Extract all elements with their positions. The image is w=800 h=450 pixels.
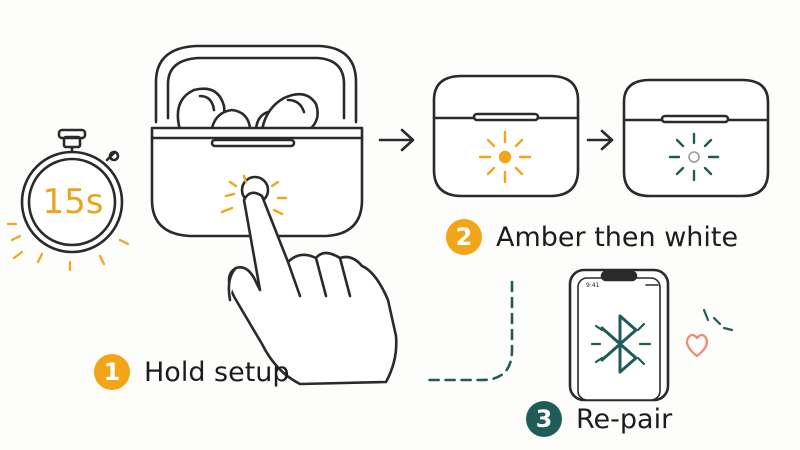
step-1: 1 Hold setup <box>94 354 290 390</box>
step-3-badge: 3 <box>526 401 562 437</box>
step-2-label: Amber then white <box>496 221 739 253</box>
finger-hand-icon <box>227 191 398 386</box>
step-2: 2 Amber then white <box>446 219 738 255</box>
step-2-badge: 2 <box>446 219 482 255</box>
timer-label: 15s <box>42 182 104 222</box>
step-1-badge: 1 <box>94 354 130 390</box>
bluetooth-icon <box>590 314 652 374</box>
airpods-case-icon <box>622 78 770 198</box>
step-3: 3 Re-pair <box>526 401 672 437</box>
arrow-right-icon <box>586 129 614 151</box>
stopwatch-icon <box>6 128 130 272</box>
status-light-icon <box>220 174 288 216</box>
step-3-label: Re-pair <box>576 403 673 435</box>
arrow-right-icon <box>378 128 415 152</box>
status-light-icon <box>668 132 720 182</box>
dashed-connector <box>422 280 514 382</box>
airpods-case-icon <box>150 44 364 238</box>
phone-status-time: 9:41 <box>586 282 600 289</box>
status-light-icon <box>478 130 532 184</box>
heart-icon <box>685 308 734 358</box>
step-1-label: Hold setup <box>144 356 290 388</box>
